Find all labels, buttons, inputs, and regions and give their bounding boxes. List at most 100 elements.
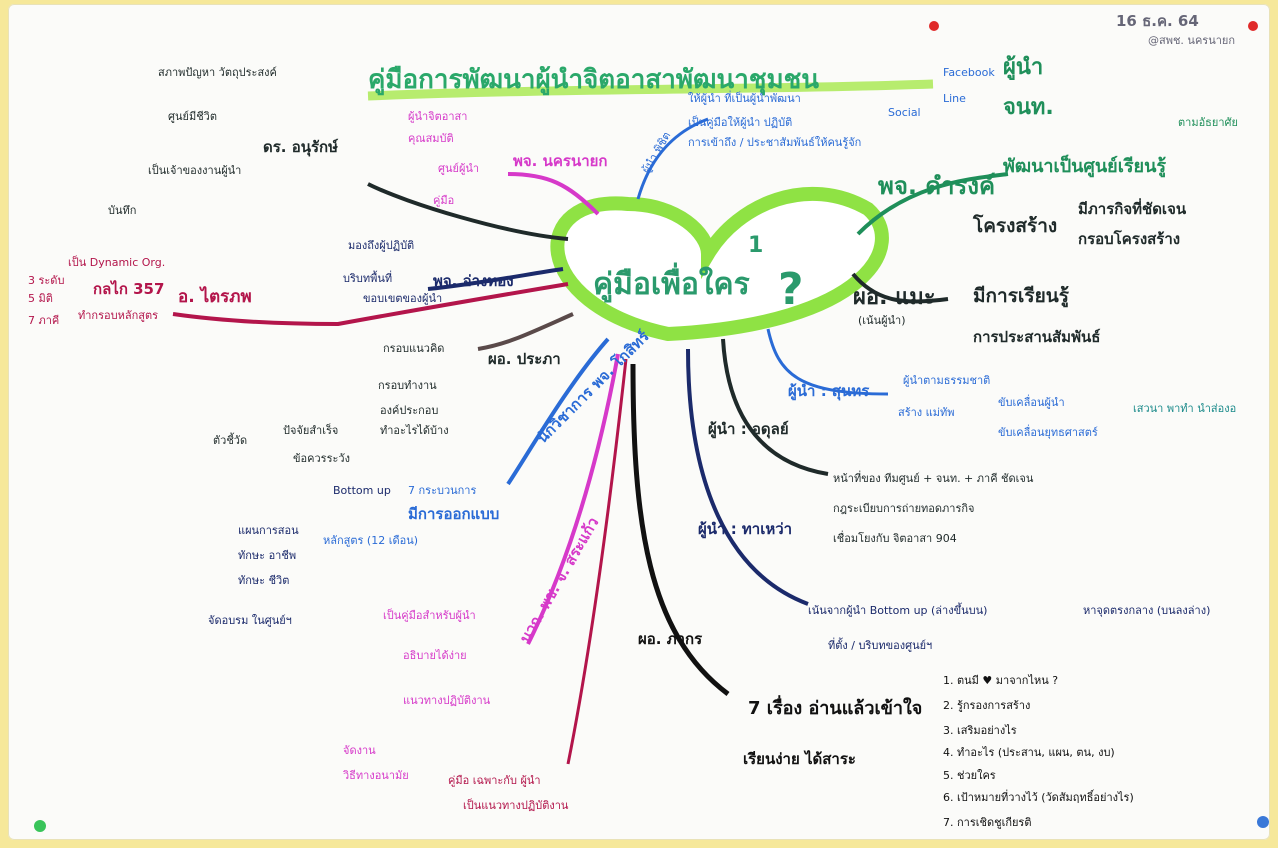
node-anurak-4: บันทึก xyxy=(108,204,136,217)
node-prapa-1: กรอบแนวคิด xyxy=(383,342,444,355)
node-sunthorn-sub-1: ขับเคลื่อนผู้นำ xyxy=(998,394,1065,409)
node-sunthorn-extra: เสวนา พาทำ นำส่องอ xyxy=(1133,402,1236,415)
node-angthong-1: มองถึงผู้ปฏิบัติ xyxy=(348,239,414,252)
node-mae: ผอ. แมะ xyxy=(853,285,936,310)
node-red-sub: เป็นแนวทางปฏิบัติงาน xyxy=(463,798,569,812)
node-sunthorn-1: ผู้นำตามธรรมชาติ xyxy=(903,374,990,387)
node-itraphap: อ. ไตรภพ xyxy=(178,286,252,307)
node-mae-relations: การประสานสัมพันธ์ xyxy=(973,328,1100,346)
node-mae-learning: มีการเรียนรู้ xyxy=(973,285,1070,308)
node-nakorn-4: คู่มือ xyxy=(433,194,454,207)
author-note: @สพช. นครนายก xyxy=(1148,34,1235,47)
node-mae-structure-1: มีภารกิจที่ชัดเจน xyxy=(1078,198,1187,218)
node-nakorn-2: คุณสมบัติ xyxy=(408,132,454,145)
node-odun-2: กฎระเบียบการถ่ายทอดภารกิจ xyxy=(833,502,975,515)
node-itraphap-left-4: เป็น Dynamic Org. xyxy=(68,255,165,269)
node-itraphap-left-2: 5 มิติ xyxy=(28,292,53,305)
node-kosit-left-3: ทักษะ อาชีพ xyxy=(238,549,296,562)
node-nakorn: พจ. นครนายก xyxy=(513,152,608,170)
node-kosit-left-4: ทักษะ ชีวิต xyxy=(238,574,289,587)
node-tawao-1: เน้นจากผู้นำ Bottom up (ล่างขึ้นบน) xyxy=(808,602,987,617)
date-note: 16 ธ.ค. 64 xyxy=(1116,12,1199,30)
branch-line-kosit xyxy=(506,337,610,486)
node-anurak: ดร. อนุรักษ์ xyxy=(263,138,338,157)
title-highlight xyxy=(367,79,934,101)
node-pakorn-list-1: 1. ตนมี ♥ มาจากไหน ? xyxy=(943,674,1058,687)
branch-line-odun xyxy=(721,338,829,476)
branch-line-social xyxy=(636,117,709,200)
node-angthong-2: บริบทพื้นที่ xyxy=(343,270,392,285)
node-pakorn-main: 7 เรื่อง อ่านแล้วเข้าใจ xyxy=(748,695,922,719)
node-damrong-extra: ตามอัธยาศัย xyxy=(1178,116,1238,129)
node-odun-1: หน้าที่ของ ทีมศูนย์ + จนท. + ภาคี ชัดเจน xyxy=(833,470,1034,485)
branch-line-anurak xyxy=(367,182,569,241)
node-prapa-3: องค์ประกอบ xyxy=(380,404,438,417)
node-nakorn-3: ศูนย์ผู้นำ xyxy=(438,162,479,175)
node-damrong-sub1: ผู้นำ xyxy=(1003,55,1043,81)
branch-line-sunthorn xyxy=(766,328,889,396)
node-anurak-1: สภาพปัญหา วัตถุประสงค์ xyxy=(158,66,277,79)
node-social-1: ให้ผู้นำ ที่เป็นผู้นำพัฒนา xyxy=(688,90,801,105)
branch-line-angthong xyxy=(427,267,564,291)
node-tawao-extra: หาจุดตรงกลาง (บนลงล่าง) xyxy=(1083,604,1210,617)
node-sakaew-left-1: จัดงาน xyxy=(343,744,376,757)
node-kosit-1: 7 กระบวนการ xyxy=(408,484,476,497)
node-prapa-4: ทำอะไรได้บ้าง xyxy=(380,424,449,437)
node-pakorn-foot: เรียนง่าย ได้สาระ xyxy=(743,749,856,768)
node-sakaew-3: แนวทางปฏิบัติงาน xyxy=(403,694,491,707)
center-question: ? xyxy=(778,264,804,315)
mindmap-canvas: คู่มือการพัฒนาผู้นำจิตอาสาพัฒนาชุมชน 16 … xyxy=(28,12,1269,832)
node-mae-structure: โครงสร้าง xyxy=(972,214,1057,237)
node-damrong-sub2: จนท. xyxy=(1003,95,1054,120)
node-social-2: เป็นคู่มือให้ผู้นำ ปฏิบัติ xyxy=(688,115,792,129)
node-social-tag-3: Line xyxy=(943,92,966,105)
branch-line-pakorn xyxy=(630,363,730,696)
node-pakorn-list-3: 3. เสริมอย่างไร xyxy=(943,724,1017,737)
node-kosit-2: มีการออกแบบ xyxy=(408,505,499,523)
node-anurak-3: เป็นเจ้าของงานผู้นำ xyxy=(148,163,241,177)
node-odun-3: เชื่อมโยงกับ จิตอาสา 904 xyxy=(833,530,957,545)
node-pakorn-list-5: 5. ช่วยใคร xyxy=(943,769,996,782)
magnet-bottom-right xyxy=(1257,816,1269,828)
node-damrong-sub3: พัฒนาเป็นศูนย์เรียนรู้ xyxy=(1003,154,1166,178)
node-red: คู่มือ เฉพาะกับ ผู้นำ xyxy=(448,774,541,787)
branch-line-damrong xyxy=(856,172,1009,236)
node-pakorn-list-7: 7. การเชิดชูเกียรติ xyxy=(943,816,1032,829)
node-tawao: ผู้นำ : ทาเหว่า xyxy=(698,520,792,539)
node-sunthorn-2: สร้าง แม่ทัพ xyxy=(898,406,955,419)
node-sakaew-left-2: วิธีทางอนามัย xyxy=(342,769,409,782)
node-tawao-2: ที่ตั้ง / บริบทของศูนย์ฯ xyxy=(828,637,932,652)
node-sakaew: นวก. พช. จ. สระแก้ว xyxy=(516,514,603,646)
node-angthong-3: ขอบเขตของผู้นำ xyxy=(363,292,442,305)
node-angthong: พจ. อ่างทอง xyxy=(433,272,514,290)
branch-line-itraphap xyxy=(172,282,569,327)
branch-line-sakaew xyxy=(526,353,620,645)
node-odun: ผู้นำ : อดุลย์ xyxy=(708,420,789,439)
node-itraphap-1: กลไก 357 xyxy=(93,279,164,298)
node-itraphap-2: ทำกรอบหลักสูตร xyxy=(78,309,158,322)
heart-shape xyxy=(550,187,889,342)
node-social-tag-2: Facebook xyxy=(943,66,995,79)
branch-line-tawao xyxy=(686,348,809,606)
node-prapa-2: กรอบทำงาน xyxy=(378,379,437,392)
node-sunthorn: ผู้นำ : สุนทร xyxy=(788,382,870,401)
node-kosit-left-5: จัดอบรม ในศูนย์ฯ xyxy=(208,614,292,627)
magnet-top-right xyxy=(929,21,939,31)
node-mae-note: (เน้นผู้นำ) xyxy=(858,314,906,327)
node-sunthorn-sub-2: ขับเคลื่อนยุทธศาสตร์ xyxy=(998,424,1098,439)
branch-line-nakorn xyxy=(507,172,600,216)
magnet-bottom-left xyxy=(34,820,46,832)
mindmap-board: คู่มือการพัฒนาผู้นำจิตอาสาพัฒนาชุมชน 16 … xyxy=(8,4,1270,840)
node-prapa-left-3: ข้อควรระวัง xyxy=(293,452,350,465)
branch-line-red xyxy=(566,358,628,765)
node-pakorn-list-6: 6. เป้าหมายที่วางไว้ (วัดสัมฤทธิ์อย่างไร… xyxy=(943,789,1134,804)
node-prapa: ผอ. ประภา xyxy=(488,350,561,368)
node-itraphap-left-3: 7 ภาคี xyxy=(28,314,59,327)
page-title: คู่มือการพัฒนาผู้นำจิตอาสาพัฒนาชุมชน xyxy=(368,65,819,96)
node-nakorn-1: ผู้นำจิตอาสา xyxy=(408,110,467,123)
magnet-top-far-right xyxy=(1248,21,1258,31)
node-pakorn-list-4: 4. ทำอะไร (ประสาน, แผน, ตน, งบ) xyxy=(943,746,1115,759)
node-sakaew-2: อธิบายได้ง่าย xyxy=(403,649,467,662)
node-damrong: พจ. ดำรงค์ xyxy=(878,172,995,200)
node-social-tag-1: Social xyxy=(888,106,921,119)
